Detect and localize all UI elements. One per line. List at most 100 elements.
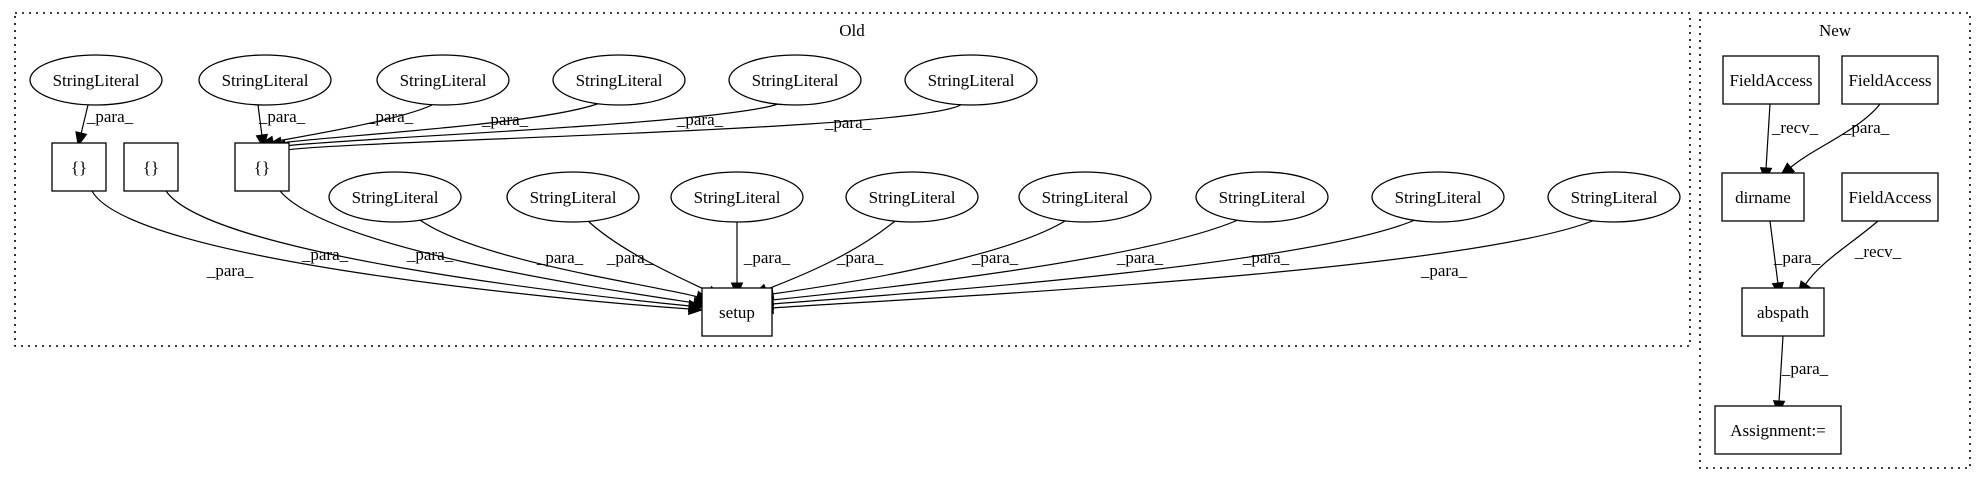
node-n_fa2: FieldAccess: [1841, 55, 1939, 105]
edge-line: [1778, 335, 1784, 403]
edge-line: [91, 190, 691, 310]
node-label: {}: [143, 158, 159, 177]
cluster-new-label: New: [1819, 21, 1852, 40]
edge-line: [764, 220, 896, 291]
edge-line: [80, 104, 89, 135]
node-label: dirname: [1735, 188, 1791, 207]
edge-label: _para_: [1242, 248, 1290, 267]
arrowhead: [75, 131, 88, 147]
node-o_sl5: StringLiteral: [728, 54, 862, 106]
node-o_b1: {}: [51, 142, 107, 192]
edge-line: [283, 103, 779, 147]
node-ellipse: [845, 171, 979, 223]
node-o_b3: {}: [234, 142, 290, 192]
node-box: [1841, 172, 1939, 222]
edge-line: [279, 102, 601, 144]
node-label: FieldAccess: [1729, 71, 1812, 90]
node-label: {}: [71, 158, 87, 177]
cluster-old-border: [14, 12, 1691, 347]
cluster-new-border: [1699, 12, 1971, 469]
edge-line: [1804, 220, 1879, 286]
edge-line: [771, 220, 1066, 295]
node-o_sl11: StringLiteral: [1018, 171, 1152, 223]
node-o_sl2: StringLiteral: [198, 54, 332, 106]
node-o_sl7: StringLiteral: [328, 171, 462, 223]
edge-o_sl8-to-o_setup: _para_: [587, 220, 722, 298]
node-ellipse: [670, 171, 804, 223]
node-box: [701, 287, 773, 337]
edge-label: _para_: [1116, 248, 1164, 267]
edge-line: [1769, 220, 1779, 285]
node-label: StringLiteral: [53, 71, 140, 90]
node-n_abspath: abspath: [1741, 287, 1825, 337]
edge-label: _recv_: [1854, 242, 1902, 261]
edge-n_dirname-to-n_abspath: _para_: [1769, 220, 1821, 298]
edge-label: _para_: [1420, 261, 1468, 280]
edge-label: _para_: [86, 107, 134, 126]
edge-label: _para_: [536, 248, 584, 267]
edge-line: [271, 104, 433, 143]
node-o_b2: {}: [123, 142, 179, 192]
node-n_dirname: dirname: [1721, 172, 1805, 222]
edge-label: _para_: [1842, 118, 1890, 137]
node-label: StringLiteral: [352, 188, 439, 207]
edge-o_sl9-to-o_setup: _para_: [730, 222, 791, 298]
node-label: StringLiteral: [928, 71, 1015, 90]
node-label: StringLiteral: [694, 188, 781, 207]
node-label: setup: [719, 303, 755, 322]
edge-label: _para_: [824, 113, 872, 132]
node-o_sl3: StringLiteral: [376, 54, 510, 106]
node-o_sl14: StringLiteral: [1547, 171, 1681, 223]
edge-n_abspath-to-n_assign: _para_: [1772, 335, 1829, 416]
node-ellipse: [552, 54, 686, 106]
edge-label: _para_: [301, 245, 349, 264]
node-label: StringLiteral: [576, 71, 663, 90]
node-box: [1722, 55, 1820, 105]
node-label: StringLiteral: [1571, 188, 1658, 207]
node-box: [51, 142, 107, 192]
node-label: StringLiteral: [869, 188, 956, 207]
node-o_sl8: StringLiteral: [506, 171, 640, 223]
node-ellipse: [1195, 171, 1329, 223]
node-box: [123, 142, 179, 192]
node-o_sl6: StringLiteral: [904, 54, 1038, 106]
node-label: StringLiteral: [752, 71, 839, 90]
node-box: [234, 142, 290, 192]
node-ellipse: [506, 171, 640, 223]
node-box: [1714, 405, 1842, 455]
edge-label: _para_: [481, 110, 529, 129]
edge-label: _para_: [676, 110, 724, 129]
node-o_sl13: StringLiteral: [1371, 171, 1505, 223]
edge-o_sl1-to-o_b1: _para_: [75, 104, 134, 147]
edge-line: [771, 219, 1416, 305]
node-ellipse: [1371, 171, 1505, 223]
node-ellipse: [328, 171, 462, 223]
node-label: FieldAccess: [1848, 188, 1931, 207]
edge-label: _recv_: [1771, 118, 1819, 137]
node-o_sl12: StringLiteral: [1195, 171, 1329, 223]
node-label: StringLiteral: [1395, 188, 1482, 207]
edge-label: _para_: [258, 107, 306, 126]
node-label: StringLiteral: [400, 71, 487, 90]
node-o_sl4: StringLiteral: [552, 54, 686, 106]
node-ellipse: [1018, 171, 1152, 223]
edge-line: [257, 104, 263, 137]
node-ellipse: [728, 54, 862, 106]
node-o_setup: setup: [701, 287, 773, 337]
cluster-new: New: [1699, 12, 1971, 469]
node-label: StringLiteral: [530, 188, 617, 207]
node-n_assign: Assignment:=: [1714, 405, 1842, 455]
node-label: FieldAccess: [1848, 71, 1931, 90]
node-ellipse: [904, 54, 1038, 106]
node-o_sl1: StringLiteral: [29, 54, 163, 106]
edge-line: [1789, 103, 1881, 169]
edge-o_sl7-to-o_setup: _para_: [419, 219, 711, 303]
node-box: [1841, 55, 1939, 105]
edge-line: [771, 219, 1239, 301]
cluster-old-label: Old: [839, 21, 865, 40]
node-ellipse: [198, 54, 332, 106]
edge-label: _para_: [743, 248, 791, 267]
node-o_sl10: StringLiteral: [845, 171, 979, 223]
edge-o_sl11-to-o_setup: _para_: [758, 220, 1066, 300]
edge-line: [165, 190, 691, 307]
